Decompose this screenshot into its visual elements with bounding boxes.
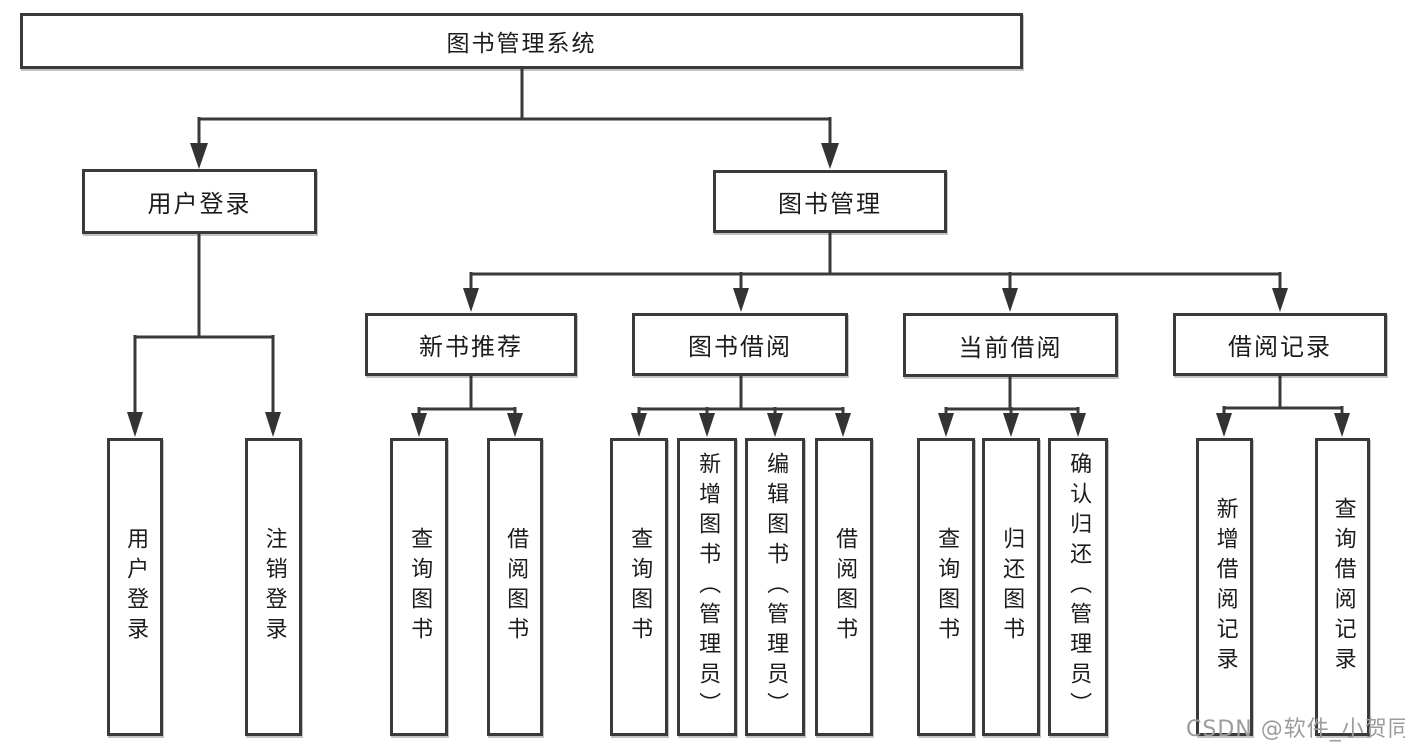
node-book-management: 图书管理: [713, 170, 947, 233]
node-label: 用户登录: [123, 527, 149, 647]
node-label: 借阅图书: [503, 527, 529, 647]
node-label: 归还图书: [999, 527, 1025, 647]
node-label: 查询图书: [407, 527, 433, 647]
node-book-borrowing: 图书借阅: [632, 313, 848, 376]
node-label: 当前借阅: [958, 333, 1063, 362]
node-label: 用户登录: [147, 190, 252, 218]
leaf-confirm-return-admin: 确认归还（管理员）: [1048, 438, 1108, 736]
leaf-query-books-current: 查询图书: [917, 438, 975, 736]
node-label: 新增图书（管理员）: [695, 452, 721, 722]
node-label: 查询借阅记录: [1330, 497, 1356, 677]
node-label: 新书推荐: [419, 333, 523, 361]
leaf-borrow-books-recommend: 借阅图书: [487, 438, 543, 736]
node-label: 查询图书: [934, 527, 960, 647]
node-user-login: 用户登录: [82, 169, 317, 234]
node-label: 图书管理: [778, 190, 882, 218]
node-new-book-recommend: 新书推荐: [365, 313, 577, 376]
leaf-query-books-recommend: 查询图书: [390, 438, 448, 736]
node-label: 借阅记录: [1228, 333, 1332, 361]
node-label: 确认归还（管理员）: [1066, 452, 1092, 722]
leaf-query-books-borrowing: 查询图书: [610, 438, 668, 736]
arrowheads: [127, 143, 1350, 437]
node-label: 新增借阅记录: [1212, 497, 1238, 677]
leaf-return-books: 归还图书: [982, 438, 1040, 736]
node-current-borrowing: 当前借阅: [903, 313, 1118, 377]
node-library-management-system: 图书管理系统: [20, 13, 1023, 69]
leaf-query-borrow-record: 查询借阅记录: [1315, 438, 1370, 736]
leaf-borrow-books: 借阅图书: [815, 438, 873, 736]
leaf-add-books-admin: 新增图书（管理员）: [677, 438, 737, 736]
node-label: 注销登录: [261, 527, 287, 647]
leaf-logout: 注销登录: [245, 438, 302, 736]
leaf-user-login: 用户登录: [107, 438, 163, 736]
node-borrowing-records: 借阅记录: [1173, 313, 1387, 376]
node-label: 图书借阅: [688, 333, 792, 361]
leaf-edit-books-admin: 编辑图书（管理员）: [745, 438, 805, 736]
csdn-watermark: CSDN @软件_小贺同学: [1186, 717, 1405, 742]
node-label: 查询图书: [627, 527, 653, 647]
node-label: 编辑图书（管理员）: [763, 452, 789, 722]
node-label: 图书管理系统: [446, 31, 597, 57]
leaf-add-borrow-record: 新增借阅记录: [1196, 438, 1253, 736]
node-label: 借阅图书: [832, 527, 858, 647]
